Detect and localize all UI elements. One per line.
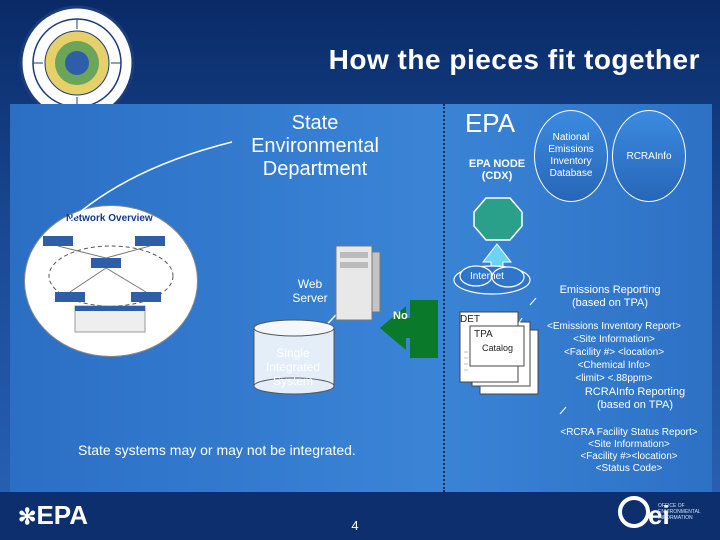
- epa-node-icon: [473, 197, 523, 241]
- tick-mark: [559, 406, 567, 415]
- emissions-xml-snippet: <Emissions Inventory Report> <Site Infor…: [533, 320, 695, 385]
- epa-title: EPA: [464, 108, 516, 138]
- oei-text: OFFICE OF ENVIRONMENTAL INFORMATION: [658, 503, 701, 521]
- catalog-label: Catalog: [482, 343, 514, 353]
- rcrainfo-database: RCRAInfo: [612, 110, 686, 202]
- footer-bar: [0, 492, 720, 540]
- epa-logo-text: EPA: [36, 500, 88, 530]
- network-overview-image: [24, 205, 198, 357]
- page-title: How the pieces fit together: [328, 44, 700, 75]
- rcrainfo-reporting-label: RCRAInfo Reporting (based on TPA): [584, 386, 686, 411]
- document-stack-icon: [459, 311, 539, 395]
- transfer-arrow-icon: [380, 300, 438, 358]
- code-line: <Chemical Info>: [577, 360, 651, 371]
- code-line: <Facility #> <location>: [563, 347, 665, 358]
- database-cylinder-icon: [253, 319, 335, 395]
- code-line: <Status Code>: [595, 463, 663, 474]
- web-server-label: Web Server: [292, 277, 328, 305]
- connector-curve: [59, 141, 233, 231]
- epa-node-label: EPA NODE (CDX): [468, 158, 526, 182]
- code-line: <Facility #><location>: [580, 451, 678, 462]
- tpa-label: TPA: [474, 329, 493, 340]
- emissions-reporting-label: Emissions Reporting (based on TPA): [559, 284, 661, 309]
- node-label: No: [393, 310, 408, 322]
- page-number: 4: [351, 518, 359, 533]
- code-line: <Emissions Inventory Report>: [547, 321, 681, 332]
- state-department-title: State Environmental Department: [251, 112, 379, 180]
- internet-label: Internet: [470, 271, 504, 282]
- nei-database: National Emissions Inventory Database: [534, 110, 608, 202]
- epa-logo: ✻EPA: [18, 500, 88, 530]
- code-line: <Site Information>: [573, 334, 655, 345]
- rcrainfo-label: RCRAInfo: [626, 150, 672, 162]
- integrated-system-label: Single Integrated System: [265, 346, 321, 388]
- tick-mark: [518, 317, 523, 324]
- tick-mark: [529, 297, 537, 306]
- nei-database-label: National Emissions Inventory Database: [548, 132, 594, 179]
- code-line: <RCRA Facility Status Report>: [560, 427, 698, 438]
- svg-text:ei: ei: [648, 500, 670, 530]
- code-line: <Site Information>: [588, 439, 670, 450]
- rcra-xml-snippet: <RCRA Facility Status Report> <Site Info…: [546, 427, 712, 475]
- internet-cloud-icon: [453, 265, 531, 295]
- network-overview-title: Network Overview: [66, 213, 153, 224]
- code-line: <limit> <.88ppm>: [575, 373, 653, 384]
- conference-seal-icon: [19, 5, 135, 121]
- state-epa-divider: [443, 104, 445, 492]
- network-map-icon: [43, 236, 174, 333]
- det-label: DET: [460, 314, 480, 325]
- integration-note: State systems may or may not be integrat…: [78, 442, 356, 458]
- web-server-icon: [335, 245, 381, 321]
